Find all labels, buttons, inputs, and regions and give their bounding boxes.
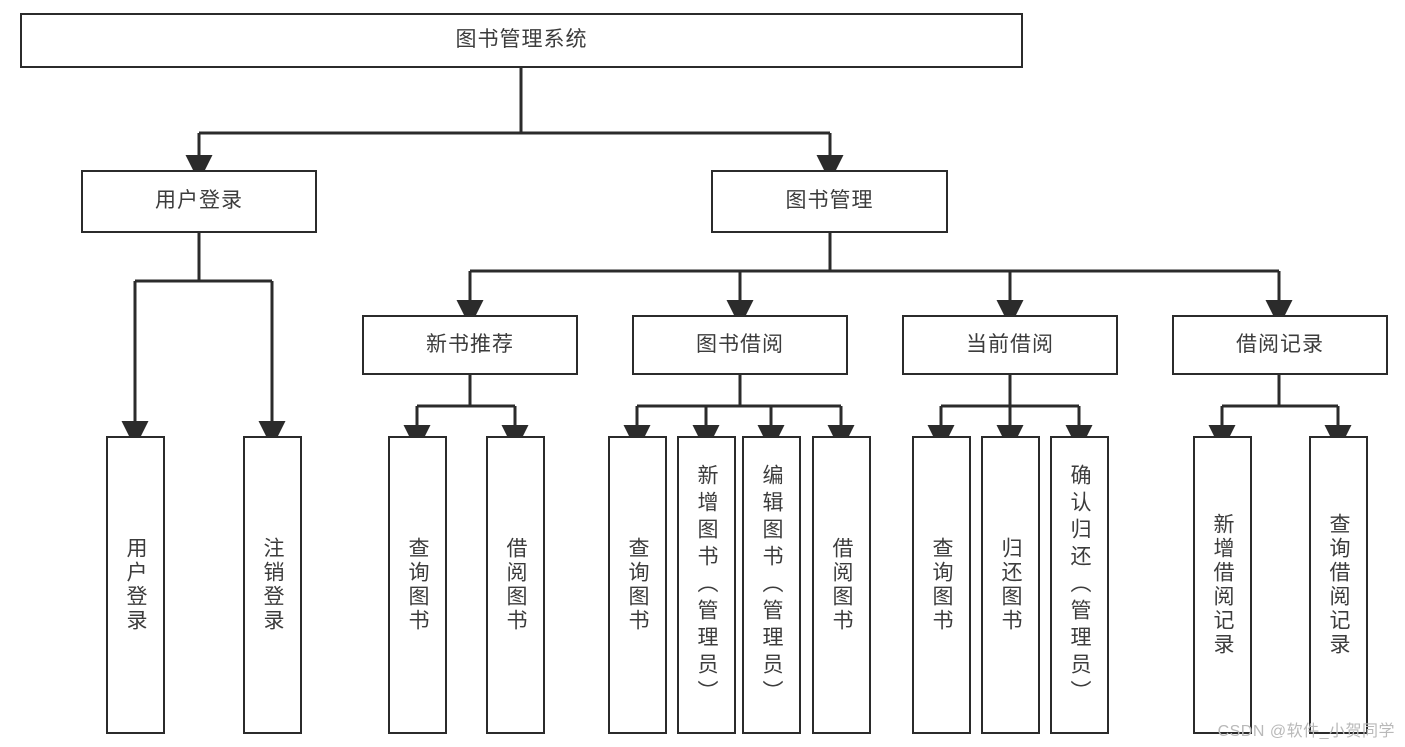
node-book-management-label: 图书管理 [785, 189, 874, 213]
node-leaf-borrow-book-2-label: 借阅图书 [830, 537, 853, 633]
node-root-label: 图书管理系统 [455, 28, 588, 52]
node-leaf-query-book-1[interactable]: 查询图书 [388, 436, 447, 734]
node-leaf-borrow-book-1[interactable]: 借阅图书 [486, 436, 545, 734]
node-user-login-label: 用户登录 [155, 189, 243, 213]
node-leaf-logout-login[interactable]: 注销登录 [243, 436, 302, 734]
node-leaf-return-book-label: 归还图书 [999, 537, 1022, 633]
node-leaf-query-book-3-label: 查询图书 [930, 537, 953, 633]
node-leaf-edit-book-admin[interactable]: 编辑图书（管理员） [742, 436, 801, 734]
node-leaf-query-borrow-record-label: 查询借阅记录 [1327, 513, 1350, 657]
node-user-login[interactable]: 用户登录 [81, 170, 317, 233]
node-leaf-add-borrow-record[interactable]: 新增借阅记录 [1193, 436, 1252, 734]
node-leaf-user-login-label: 用户登录 [124, 537, 147, 633]
node-leaf-confirm-return-admin[interactable]: 确认归还（管理员） [1050, 436, 1109, 734]
node-root[interactable]: 图书管理系统 [20, 13, 1023, 68]
node-book-borrow-label: 图书借阅 [696, 332, 784, 356]
node-leaf-add-borrow-record-label: 新增借阅记录 [1211, 513, 1234, 657]
node-leaf-query-borrow-record[interactable]: 查询借阅记录 [1309, 436, 1368, 734]
node-leaf-query-book-2-label: 查询图书 [626, 537, 649, 633]
node-leaf-confirm-return-admin-label: 确认归还（管理员） [1068, 463, 1091, 707]
node-book-management[interactable]: 图书管理 [711, 170, 948, 233]
node-leaf-return-book[interactable]: 归还图书 [981, 436, 1040, 734]
node-borrow-record[interactable]: 借阅记录 [1172, 315, 1388, 375]
node-leaf-edit-book-admin-label: 编辑图书（管理员） [760, 463, 783, 707]
node-new-book-recommend[interactable]: 新书推荐 [362, 315, 578, 375]
node-new-book-recommend-label: 新书推荐 [426, 332, 514, 356]
node-leaf-add-book-admin-label: 新增图书（管理员） [695, 463, 718, 707]
node-current-borrow[interactable]: 当前借阅 [902, 315, 1118, 375]
node-leaf-query-book-1-label: 查询图书 [406, 537, 429, 633]
node-current-borrow-label: 当前借阅 [966, 332, 1054, 356]
node-leaf-add-book-admin[interactable]: 新增图书（管理员） [677, 436, 736, 734]
node-book-borrow[interactable]: 图书借阅 [632, 315, 848, 375]
node-leaf-query-book-2[interactable]: 查询图书 [608, 436, 667, 734]
node-leaf-query-book-3[interactable]: 查询图书 [912, 436, 971, 734]
node-leaf-borrow-book-2[interactable]: 借阅图书 [812, 436, 871, 734]
node-leaf-borrow-book-1-label: 借阅图书 [504, 537, 527, 633]
node-leaf-user-login[interactable]: 用户登录 [106, 436, 165, 734]
node-leaf-logout-login-label: 注销登录 [261, 537, 284, 633]
csdn-watermark: CSDN @软件_小贺同学 [1217, 723, 1395, 740]
node-borrow-record-label: 借阅记录 [1236, 332, 1324, 356]
